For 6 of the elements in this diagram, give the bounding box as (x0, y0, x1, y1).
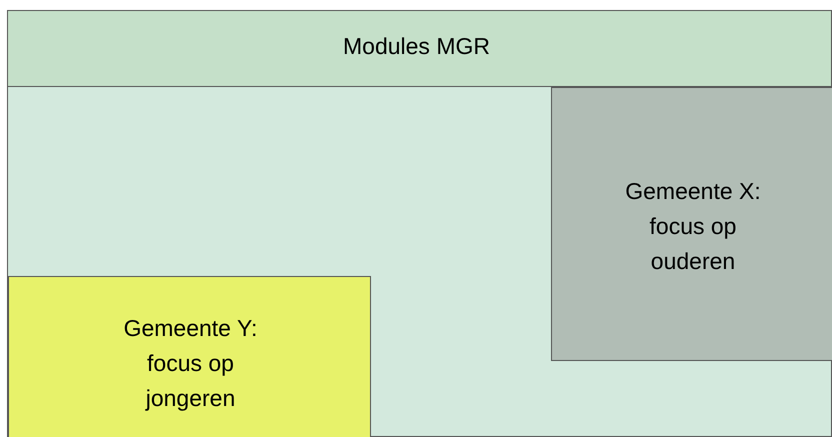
module-panel (7, 10, 832, 437)
panel-title: Modules MGR (342, 33, 491, 60)
box-label: Gemeente Y: focus op jongeren (122, 314, 258, 413)
municipality-box (551, 87, 832, 361)
box-label: Gemeente X: focus op ouderen (624, 177, 762, 276)
municipality-box (8, 276, 371, 437)
